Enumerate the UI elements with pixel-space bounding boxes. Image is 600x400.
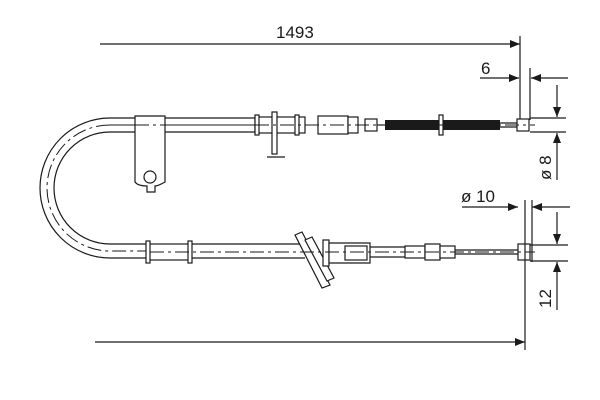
dimension-diameter-top: ø 8 bbox=[530, 85, 566, 180]
top-end-fittings bbox=[254, 111, 535, 158]
dimension-length: 1493 bbox=[100, 23, 521, 119]
diameter-top-label: ø 8 bbox=[536, 155, 555, 180]
end-offset-label: 6 bbox=[481, 59, 490, 78]
bottom-cable bbox=[145, 231, 535, 289]
dimension-diameter-bottom: ø 10 bbox=[461, 187, 570, 262]
length-label: 1493 bbox=[276, 23, 314, 42]
cable-sheath bbox=[39, 117, 260, 259]
end-width-label: 12 bbox=[536, 289, 555, 308]
dimension-end-offset: 6 bbox=[480, 59, 568, 120]
dimension-end-width: 12 bbox=[530, 212, 568, 310]
diameter-bottom-label: ø 10 bbox=[461, 187, 495, 206]
mounting-bracket bbox=[110, 115, 260, 193]
